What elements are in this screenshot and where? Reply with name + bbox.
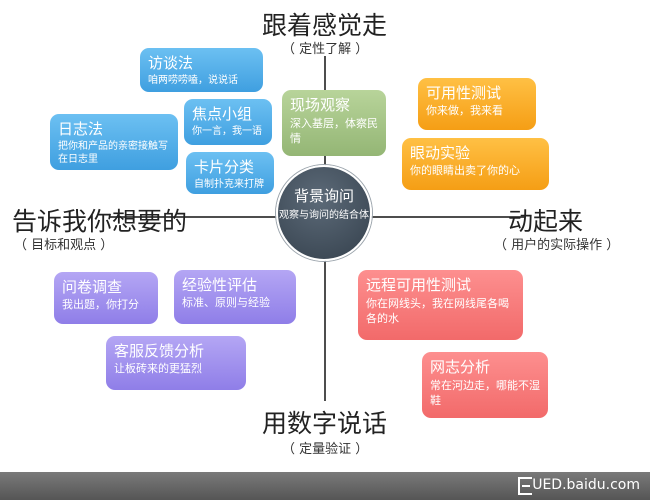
pole-top-title: 跟着感觉走 xyxy=(262,11,388,40)
pole-bottom-subtitle: （ 定量验证 ） xyxy=(282,442,369,457)
card-eye-desc: 你的眼睛出卖了你的心 xyxy=(410,164,520,177)
card-survey-desc: 我出题，你打分 xyxy=(62,298,139,311)
pole-right-subtitle: （ 用户的实际操作 ） xyxy=(494,238,620,253)
card-diary-title: 日志法 xyxy=(58,120,104,138)
card-interview: 访谈法 咱两唠唠嗑，说说话 xyxy=(140,48,263,92)
card-remote-title: 远程可用性测试 xyxy=(366,276,472,294)
card-survey-title: 问卷调查 xyxy=(62,278,123,296)
card-usability-title: 可用性测试 xyxy=(426,84,502,102)
card-field-observation: 现场观察 深入基层，体察民情 xyxy=(282,90,386,156)
pole-left-title: 告诉我你想要的 xyxy=(12,207,188,236)
card-focus-group-desc: 你一言，我一语 xyxy=(192,126,262,137)
card-heuristic-desc: 标准、原则与经验 xyxy=(182,296,270,309)
center-contextual-inquiry: 背景询问 观察与询问的结合体 xyxy=(276,165,372,261)
card-survey: 问卷调查 我出题，你打分 xyxy=(54,272,158,324)
brand-logo-icon xyxy=(518,477,532,495)
card-usability-test: 可用性测试 你来做，我来看 xyxy=(418,78,536,130)
pole-top-subtitle: （ 定性了解 ） xyxy=(282,42,369,57)
pole-left-subtitle: （ 目标和观点 ） xyxy=(14,238,114,253)
card-diary-desc: 把你和产品的亲密接触写在日志里 xyxy=(58,141,168,165)
card-interview-title: 访谈法 xyxy=(148,54,194,72)
card-feedback-analysis: 客服反馈分析 让板砖来的更猛烈 xyxy=(106,336,246,390)
card-focus-group-title: 焦点小组 xyxy=(192,105,253,123)
card-eye-tracking: 眼动实验 你的眼睛出卖了你的心 xyxy=(402,138,549,190)
card-eye-title: 眼动实验 xyxy=(410,144,471,162)
card-heuristic-title: 经验性评估 xyxy=(182,276,258,294)
card-card-sort-desc: 自制扑克来打牌 xyxy=(194,179,264,190)
card-remote-desc: 你在网线头，我在网线尾各喝各的水 xyxy=(366,297,509,325)
card-field-desc: 深入基层，体察民情 xyxy=(290,117,378,145)
card-usability-desc: 你来做，我来看 xyxy=(426,104,503,117)
pole-right-title: 动起来 xyxy=(508,207,584,236)
card-heuristic-evaluation: 经验性评估 标准、原则与经验 xyxy=(174,270,296,324)
card-remote-usability-test: 远程可用性测试 你在网线头，我在网线尾各喝各的水 xyxy=(358,270,523,340)
card-card-sort: 卡片分类 自制扑克来打牌 xyxy=(186,152,274,194)
card-feedback-title: 客服反馈分析 xyxy=(114,342,205,360)
card-card-sort-title: 卡片分类 xyxy=(194,158,255,176)
card-interview-desc: 咱两唠唠嗑，说说话 xyxy=(148,75,238,86)
card-diary: 日志法 把你和产品的亲密接触写在日志里 xyxy=(50,114,178,170)
center-title: 背景询问 xyxy=(293,187,354,205)
card-log-analysis: 网志分析 常在河边走，哪能不湿鞋 xyxy=(422,352,548,418)
card-log-desc: 常在河边走，哪能不湿鞋 xyxy=(430,379,540,407)
card-field-title: 现场观察 xyxy=(290,96,351,114)
card-feedback-desc: 让板砖来的更猛烈 xyxy=(114,362,202,375)
pole-bottom-title: 用数字说话 xyxy=(262,409,388,438)
card-log-title: 网志分析 xyxy=(430,358,491,376)
footer-brand-text[interactable]: UED.baidu.com xyxy=(532,477,640,493)
card-focus-group: 焦点小组 你一言，我一语 xyxy=(184,99,272,145)
center-desc: 观察与询问的结合体 xyxy=(279,210,369,221)
footer-bar: UED.baidu.com xyxy=(0,472,650,500)
